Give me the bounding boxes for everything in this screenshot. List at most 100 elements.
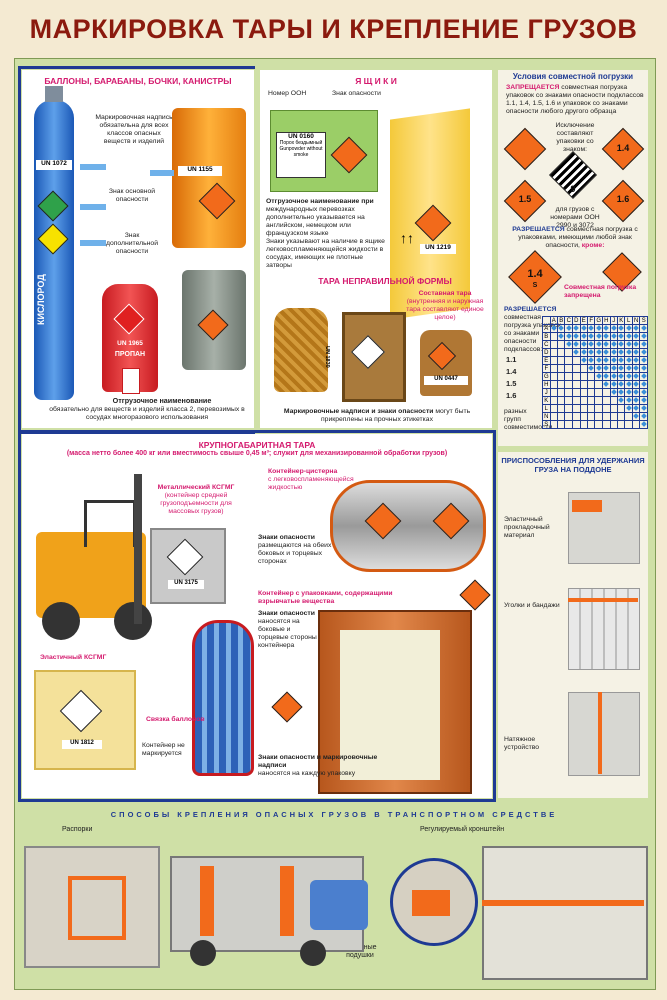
grid-cell (639, 420, 648, 429)
allowed2-b: РАЗРЕШАЕТСЯ (504, 306, 557, 313)
grid-cell (639, 388, 648, 397)
allowed2-text: РАЗРЕШАЕТСЯ совместная погрузка упаковок… (504, 306, 564, 354)
grid-cell (631, 388, 641, 397)
grid-row: K (542, 396, 648, 405)
grid-cell (624, 372, 633, 381)
shipping-desc-text: обязательно для веществ и изделий класса… (49, 406, 245, 421)
grid-cell (594, 380, 603, 389)
grid-cell (564, 356, 573, 365)
grid-cell (556, 412, 566, 421)
pallet-item-3: Натяжное устройство (504, 736, 540, 751)
grid-cell (624, 324, 633, 333)
grid-dot-icon (625, 372, 632, 379)
grid-cell (586, 412, 596, 421)
grid-cell (549, 372, 559, 381)
grid-dot-icon (618, 324, 625, 331)
grid-dot-icon (625, 388, 632, 395)
grid-cell (631, 396, 641, 405)
grid-cell (594, 348, 603, 357)
box-line2: Gunpowder without smoke (279, 146, 323, 158)
grid-cell (564, 404, 573, 413)
marking-text: Маркировочная надпись обязательна для вс… (95, 114, 173, 145)
grid-cell (616, 380, 626, 389)
grid-col: F (586, 316, 596, 325)
grid-cell (594, 412, 603, 421)
grid-cell (602, 404, 611, 413)
un-number-label: Номер ООН (268, 90, 307, 97)
grid-dot-icon (640, 348, 647, 355)
grid-cell (594, 364, 603, 373)
grid-cell (586, 404, 596, 413)
grid-col: K (616, 316, 626, 325)
grid-cell (594, 388, 603, 397)
grid-cell (602, 412, 611, 421)
grid-cell (564, 388, 573, 397)
panel-pallet: ПРИСПОСОБЛЕНИЯ ДЛЯ УДЕРЖАНИЯ ГРУЗА НА ПО… (498, 452, 648, 798)
container-inner (340, 630, 440, 780)
grid-cell (602, 356, 611, 365)
grid-cell (556, 372, 566, 381)
bracket-bar (482, 900, 644, 906)
tank-signs: размещаются на обеих боковых и торцевых … (258, 542, 332, 565)
grid-dot-icon (595, 332, 602, 339)
grid-row-label: L (542, 404, 551, 413)
grid-dot-icon (603, 332, 610, 339)
grid-cell (549, 324, 559, 333)
grid-cell (572, 348, 581, 357)
box-shipping-desc: международных перевозках дополнительно у… (266, 206, 365, 237)
page-title: МАРКИРОВКА ТАРЫ И КРЕПЛЕНИЕ ГРУЗОВ (29, 14, 638, 44)
grid-row-label: F (542, 364, 551, 373)
grid-dot-icon (565, 324, 572, 331)
grid-dot-icon (603, 348, 610, 355)
grid-row: E (542, 356, 648, 365)
wicker-bottle (274, 308, 328, 392)
grid-dot-icon (603, 372, 610, 379)
grid-dot-icon (633, 340, 639, 347)
grid-dot-icon (588, 364, 595, 371)
grid-cell (624, 380, 633, 389)
airbag-b (280, 866, 294, 936)
grid-cell (639, 364, 648, 373)
grid-cell (556, 356, 566, 365)
grid-dot-icon (610, 364, 617, 371)
grid-cell (602, 388, 611, 397)
grid-dot-icon (618, 380, 625, 387)
grid-cell (572, 364, 581, 373)
sign-14s-letter: S (532, 282, 538, 289)
grid-cell (616, 420, 626, 429)
prohibited-b: ЗАПРЕЩАЕТСЯ (506, 84, 560, 91)
grid-cell (572, 372, 581, 381)
arrow-left-3 (80, 240, 106, 246)
grid-cell (602, 348, 611, 357)
grid-row: D (542, 348, 648, 357)
grid-dot-icon (633, 380, 639, 387)
grid-dot-icon (565, 332, 572, 339)
grid-cell (594, 420, 603, 429)
grid-dot-icon (595, 364, 602, 371)
grid-row: G (542, 372, 648, 381)
spacer-frame (68, 876, 126, 940)
grid-cell (564, 412, 573, 421)
subheading-large: (масса нетто более 400 кг или вместимост… (66, 450, 448, 457)
grid-cell (631, 340, 641, 349)
grid-cell (594, 340, 603, 349)
orange-barrel (172, 108, 246, 248)
grid-dot-icon (618, 340, 625, 347)
exception2-text: для грузов с номерами ООН 2990 и 3072 (550, 206, 600, 229)
panel-boxes: Я Щ И К И Номер ООН Знак опасности UN 01… (260, 70, 492, 428)
forklift-wheel-a (42, 602, 80, 640)
bracket-detail (390, 858, 478, 946)
pkg-signs-b: Знаки опасности и маркировочные надписи (258, 754, 378, 769)
grid-cell (572, 324, 581, 333)
grid-cell (639, 396, 648, 405)
grid-dot-icon (588, 332, 595, 339)
grid-cell (609, 380, 619, 389)
spacers-scene (24, 846, 160, 968)
grid-dot-icon (603, 356, 610, 363)
orientation-arrows-icon: ↑↑ (400, 230, 414, 246)
grid-header-row: A B C D E F G H J K L N S (542, 316, 648, 325)
arrow-left-1 (80, 164, 106, 170)
grid-cell (586, 364, 596, 373)
grid-cell (639, 380, 648, 389)
grid-dot-icon (633, 388, 639, 395)
